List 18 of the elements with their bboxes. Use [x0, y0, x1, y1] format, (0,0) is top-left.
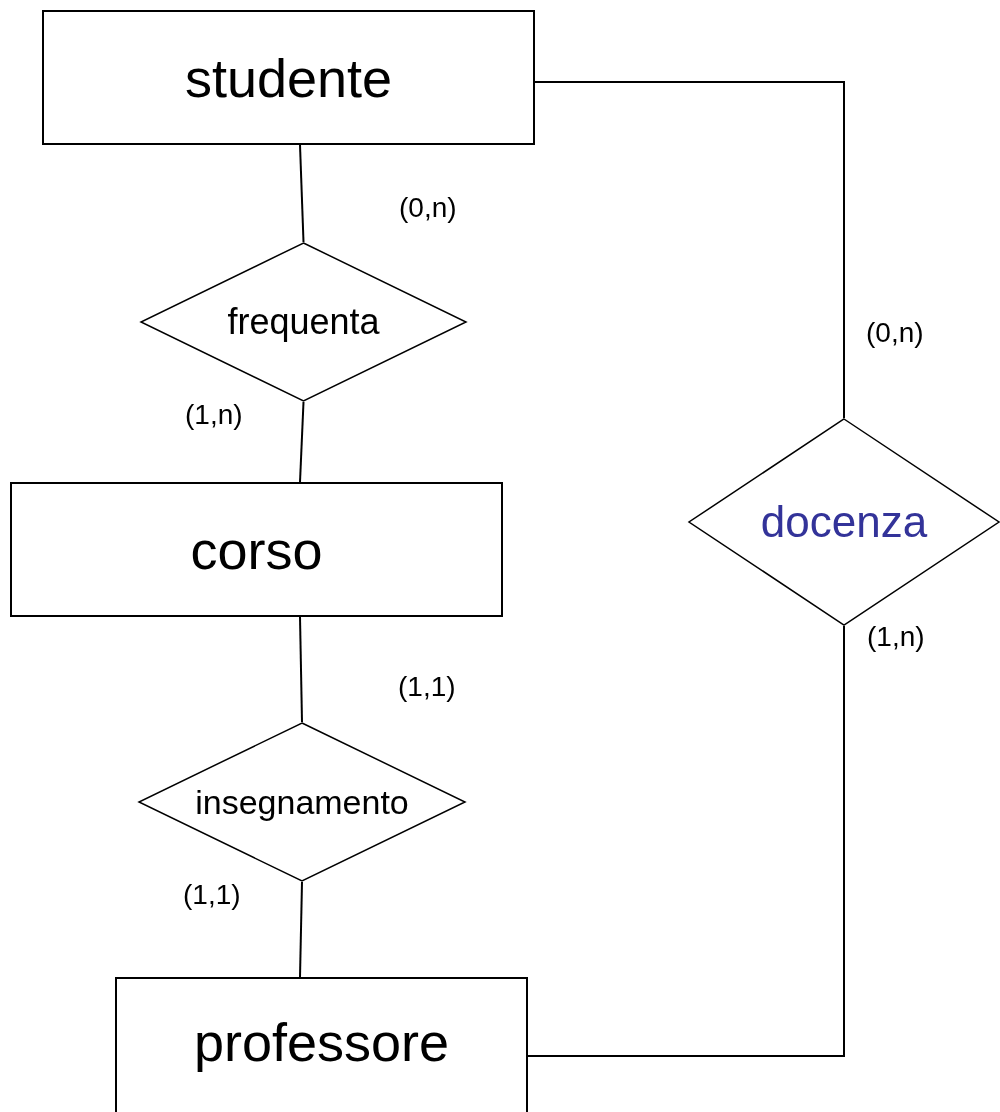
entity-box — [115, 977, 528, 1112]
relationship-name: docenza — [760, 497, 928, 547]
connector-line — [299, 616, 303, 723]
relationship-diamond — [138, 722, 466, 882]
entity-name: professore — [193, 1011, 450, 1073]
entity-box — [10, 482, 503, 617]
relationship-diamond — [140, 242, 467, 402]
relationship-name: frequenta — [227, 301, 380, 343]
connector-line — [534, 81, 845, 419]
entity-name: studente — [184, 46, 393, 109]
entity-name: corso — [190, 518, 323, 581]
relationship-diamond — [688, 418, 1000, 626]
connector-line — [299, 881, 303, 978]
connector-line — [527, 625, 845, 1057]
connector-line — [299, 401, 305, 483]
entity-box — [42, 10, 535, 145]
relationship-name: insegnamento — [195, 782, 409, 822]
connector-line — [299, 144, 305, 243]
